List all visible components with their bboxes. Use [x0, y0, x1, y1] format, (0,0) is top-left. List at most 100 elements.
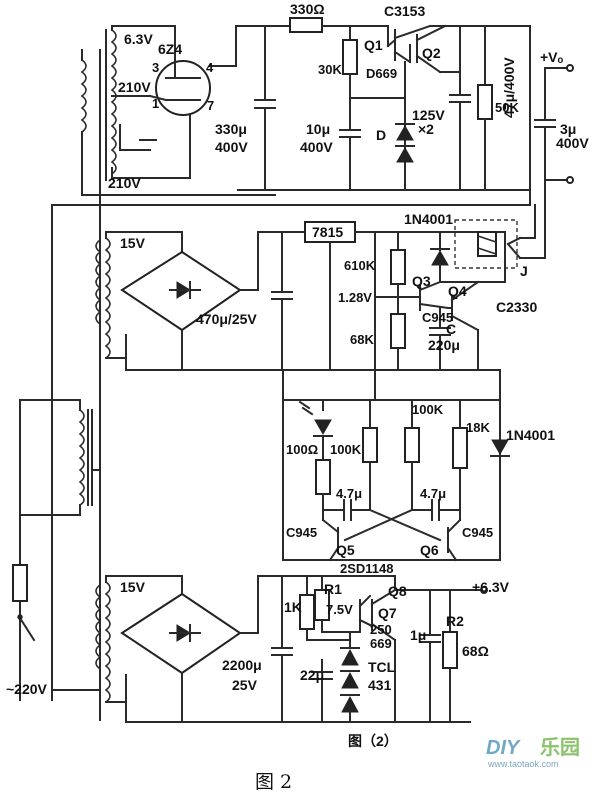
label-r1: R1	[324, 581, 342, 597]
label-50k: 50K	[495, 100, 519, 115]
resistor-610k	[390, 249, 406, 285]
resistor-r2	[442, 631, 458, 669]
watermark-brand-b: 乐园	[540, 736, 580, 759]
label-431: 431	[368, 677, 392, 693]
label-q8: Q8	[388, 583, 407, 599]
label-22u: 22μ	[300, 667, 324, 683]
label-610k: 610K	[344, 258, 376, 273]
resistor-100ohm	[315, 459, 331, 495]
label-c470: 470μ/25V	[196, 311, 257, 327]
resistor-50k	[477, 84, 493, 120]
figure-caption: 图 2	[255, 771, 292, 793]
relay-j	[454, 219, 518, 269]
label-hv-b: 210V	[108, 175, 141, 191]
site-watermark: DIY 乐园 www.taotaok.com	[486, 736, 580, 769]
label-30k: 30K	[318, 62, 342, 77]
rail-15v-section	[51, 199, 546, 401]
label-2sd1148: 2SD1148	[340, 561, 394, 576]
label-1u: 1μ	[410, 627, 426, 643]
transformer-primaries	[78, 49, 276, 721]
fuse	[12, 564, 28, 602]
watermark-brand-a: DIY	[486, 737, 521, 759]
label-q5: Q5	[336, 542, 355, 558]
label-c3b: 400V	[556, 135, 589, 151]
zener-diodes	[395, 123, 415, 163]
label-zener-x2: ×2	[418, 121, 434, 137]
label-vplus: +Vₒ	[540, 49, 564, 65]
label-q4: Q4	[448, 283, 467, 299]
label-250: 250	[370, 622, 392, 637]
label-7v5: 7.5V	[326, 602, 353, 617]
heater-supply-section	[104, 575, 488, 723]
inner-caption: 图（2）	[348, 733, 398, 749]
label-c945c: C945	[462, 525, 493, 540]
label-1v28: 1.28V	[338, 290, 372, 305]
label-q3: Q3	[412, 273, 431, 289]
label-d: D	[376, 127, 386, 143]
mains-switch	[18, 616, 36, 642]
label-1k: 1K	[284, 599, 302, 615]
rectifier-tube-6z4	[148, 25, 291, 116]
label-cap-c: C	[446, 321, 456, 337]
label-25v: 25V	[232, 677, 258, 693]
label-pin7: 7	[207, 98, 214, 113]
label-zener: 125V	[412, 107, 445, 123]
label-2200u: 2200μ	[222, 657, 262, 673]
label-7815: 7815	[312, 224, 343, 240]
label-pin3: 3	[152, 60, 159, 75]
label-100k-b: 100K	[330, 442, 362, 457]
label-q1: Q1	[364, 37, 383, 53]
mains-input	[12, 204, 101, 701]
label-relay-j: J	[520, 263, 528, 279]
label-100k-a: 100K	[412, 402, 444, 417]
label-pin4: 4	[206, 60, 214, 75]
label-1n4001a: 1N4001	[404, 211, 453, 227]
resistor-30k	[342, 39, 358, 75]
label-mains: ~220V	[6, 681, 48, 697]
label-pin1: 1	[152, 96, 159, 111]
label-r2: R2	[446, 613, 464, 629]
label-18k: 18K	[466, 420, 490, 435]
resistor-18k	[452, 427, 468, 469]
label-c47b: 4.7μ	[420, 486, 446, 501]
label-c330a: 330μ	[215, 121, 247, 137]
label-t3-15v: 15V	[120, 579, 146, 595]
label-r-series: 330Ω	[290, 1, 325, 17]
resistor-1k	[299, 594, 315, 630]
resistor-68k	[390, 313, 406, 349]
label-220u: 220μ	[428, 337, 460, 353]
label-c945b: C945	[286, 525, 317, 540]
label-68ohm: 68Ω	[462, 643, 489, 659]
label-1n4001b: 1N4001	[506, 427, 555, 443]
label-c945a: C945	[422, 310, 453, 325]
label-q2: Q2	[422, 45, 441, 61]
hv-output	[529, 25, 574, 201]
label-q6: Q6	[420, 542, 439, 558]
label-c3a: 3μ	[560, 121, 576, 137]
resistor-100k-right	[404, 427, 420, 463]
label-hv-a: 210V	[118, 79, 151, 95]
label-t2-15v: 15V	[120, 235, 146, 251]
component-labels: 6.3V 6Z4 3 4 1 7 210V 210V 330Ω C3153 Q1…	[6, 1, 589, 793]
label-669: 669	[370, 636, 392, 651]
label-q7: Q7	[378, 605, 397, 621]
resistor-330ohm	[289, 17, 323, 33]
watermark-url: www.taotaok.com	[487, 759, 559, 769]
label-c2330: C2330	[496, 299, 537, 315]
label-c47a: 4.7μ	[336, 486, 362, 501]
label-100ohm: 100Ω	[286, 442, 318, 457]
label-47u: 47μ/400V	[501, 57, 517, 118]
hv-filter	[237, 25, 531, 191]
multivibrator-section	[282, 369, 510, 562]
label-d669: D669	[366, 66, 397, 81]
resistor-100k-left	[362, 427, 378, 463]
label-tcl: TCL	[368, 659, 396, 675]
hv-transformer-secondary	[105, 25, 191, 181]
label-tube: 6Z4	[158, 41, 182, 57]
label-heater-6v3: 6.3V	[124, 31, 153, 47]
label-c330b: 400V	[215, 139, 248, 155]
label-c10b: 400V	[300, 139, 333, 155]
label-68k: 68K	[350, 332, 374, 347]
label-c10a: 10μ	[306, 121, 330, 137]
